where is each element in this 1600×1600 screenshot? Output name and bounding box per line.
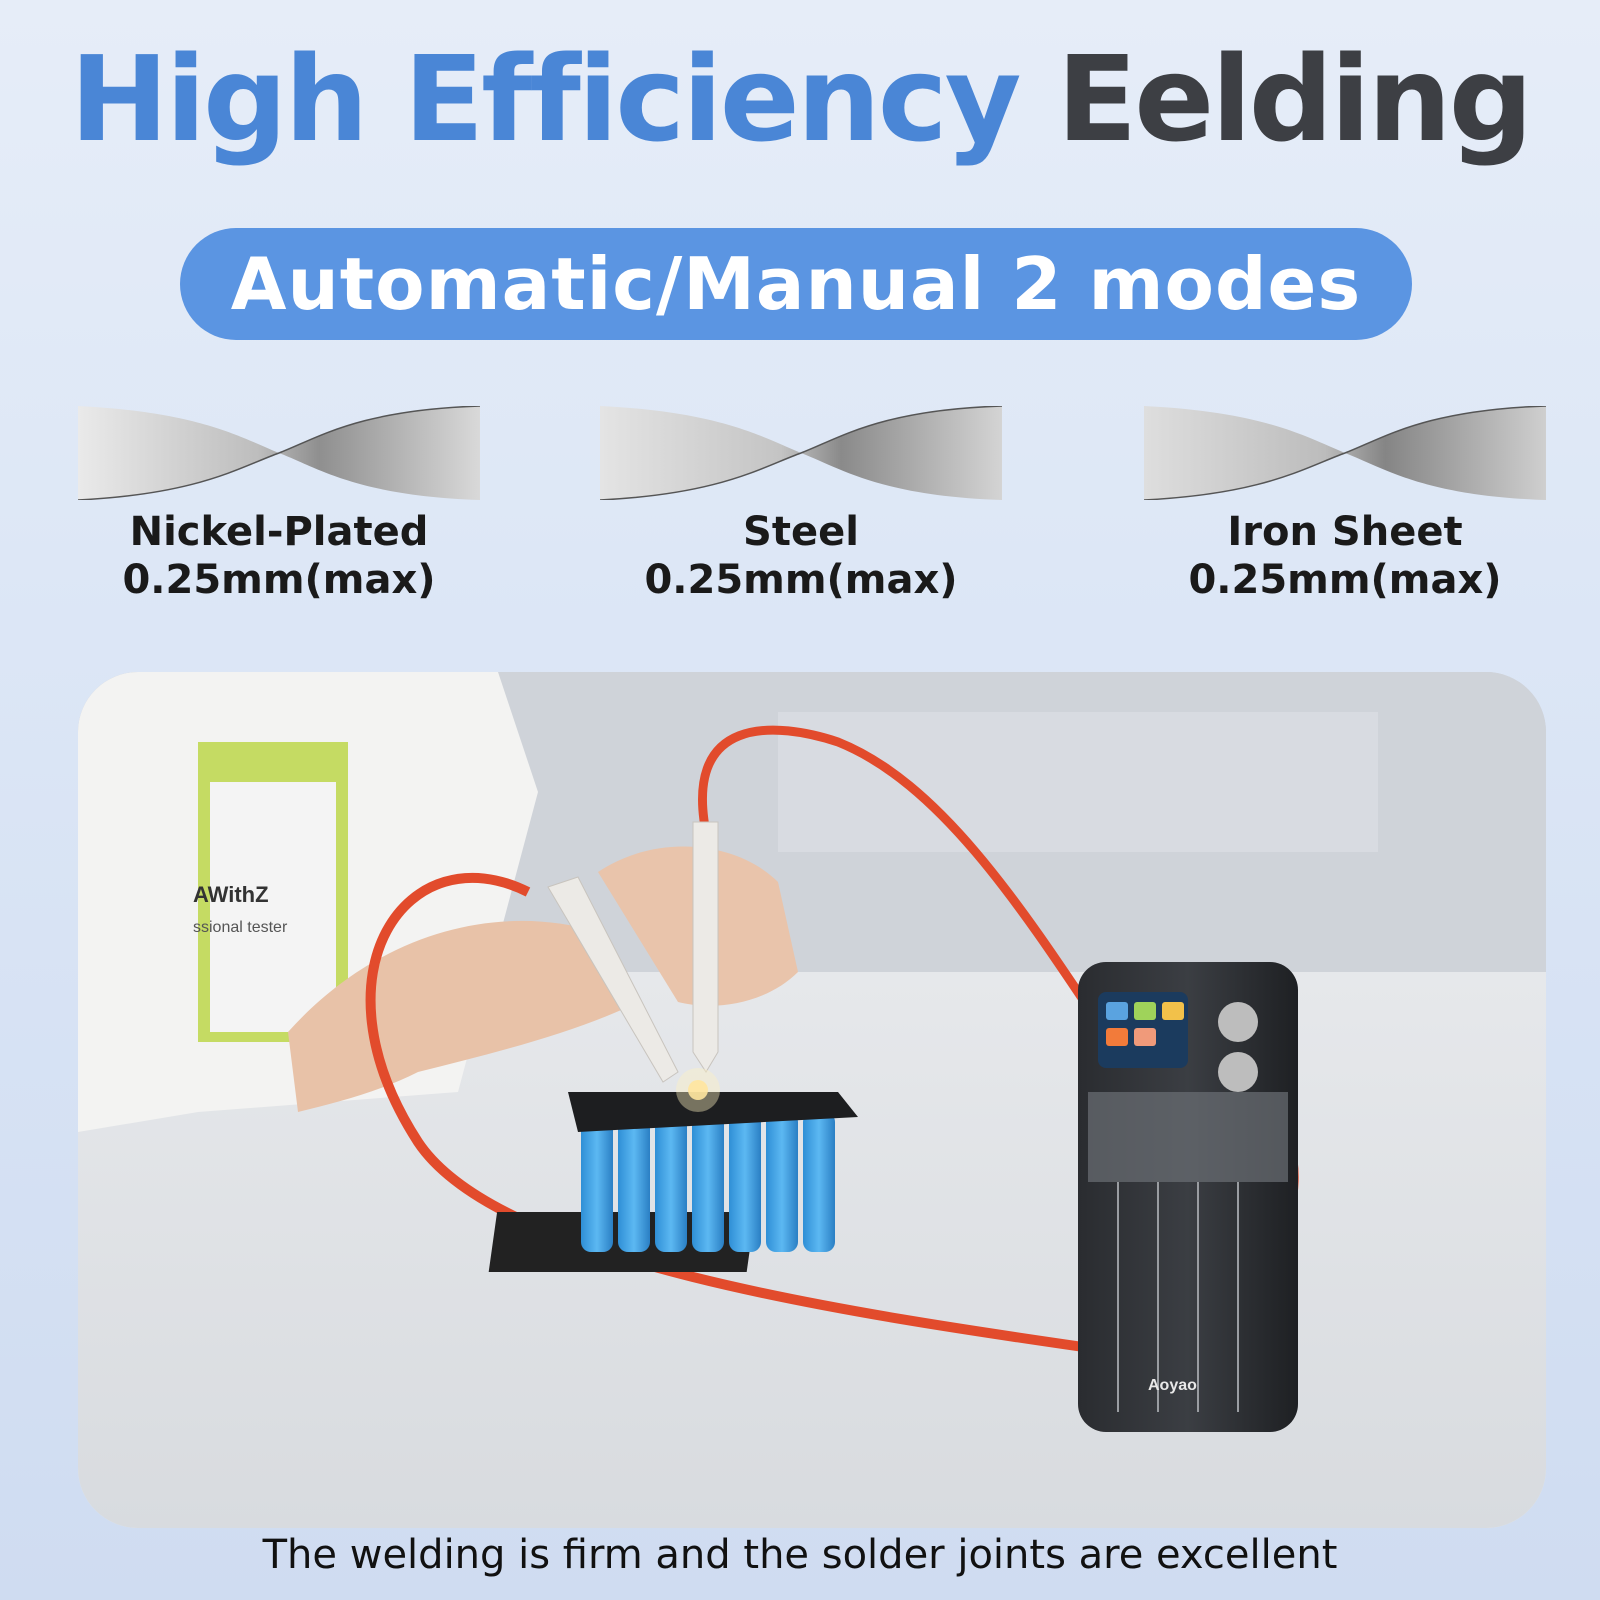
material-name: Steel (743, 509, 859, 555)
battery-cells (581, 1112, 835, 1252)
material-steel: Steel 0.25mm(max) (600, 406, 1002, 604)
product-photo: AWithZ ssional tester (78, 672, 1546, 1528)
spot-welder-device: Aoyao (1078, 962, 1298, 1432)
material-iron-sheet: Iron Sheet 0.25mm(max) (1144, 406, 1546, 604)
welding-scene-illustration: AWithZ ssional tester (78, 672, 1546, 1528)
material-nickel-plated: Nickel-Plated 0.25mm(max) (78, 406, 480, 604)
headline: High Efficiency Eelding (0, 40, 1600, 158)
headline-secondary: Eelding (1056, 30, 1533, 168)
badge-text: AWithZ (193, 882, 269, 907)
material-thickness: 0.25mm(max) (122, 557, 436, 603)
modes-banner-label: Automatic/Manual 2 modes (230, 242, 1362, 326)
badge-subtext: ssional tester (193, 919, 288, 936)
metal-sheet-icon (78, 406, 480, 500)
metal-sheet-icon (600, 406, 1002, 500)
metal-sheet-icon (1144, 406, 1546, 500)
headline-primary: High Efficiency (69, 30, 1022, 168)
material-name: Nickel-Plated (129, 509, 429, 555)
material-name: Iron Sheet (1227, 509, 1463, 555)
device-logo: Aoyao (1148, 1377, 1197, 1394)
caption: The welding is firm and the solder joint… (262, 1532, 1338, 1578)
material-thickness: 0.25mm(max) (644, 557, 958, 603)
material-thickness: 0.25mm(max) (1188, 557, 1502, 603)
modes-banner: Automatic/Manual 2 modes (180, 228, 1412, 340)
